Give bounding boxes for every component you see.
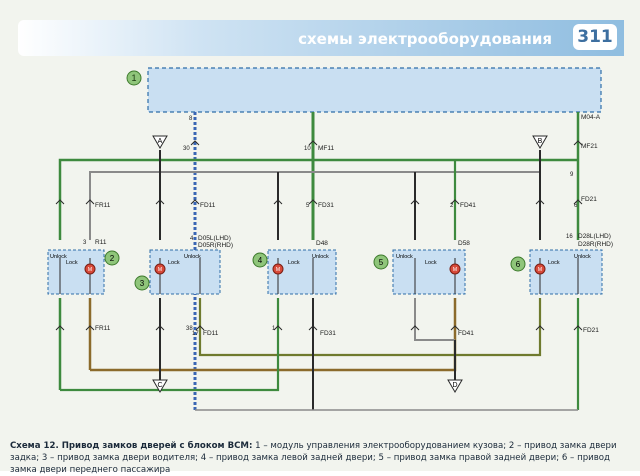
svg-text:B: B (538, 138, 543, 145)
page-number: 311 (573, 24, 617, 50)
section-title: схемы электрооборудования (298, 30, 552, 48)
wire-green-low-bus (60, 298, 280, 392)
svg-text:4: 4 (258, 256, 263, 265)
pin-1: 1 (272, 326, 276, 332)
svg-text:M: M (538, 267, 542, 273)
pin-38: 38 (186, 326, 193, 332)
label-d28r: D28R(RHD) (578, 241, 613, 248)
wire-gray-bus (89, 171, 540, 240)
pin-5: 5 (306, 203, 310, 209)
svg-text:M: M (158, 267, 162, 273)
actuator-rear-left-door: Unlock Lock M 4 (252, 249, 337, 295)
svg-text:D: D (452, 382, 457, 389)
label-fr11-top: FR11 (95, 202, 111, 209)
wire-olive-bus (198, 298, 542, 357)
label-fd11-bot: FD11 (203, 330, 219, 337)
label-fr11-bot: FR11 (95, 325, 111, 332)
label-fd21-bot: FD21 (583, 327, 599, 334)
pin-30: 30 (183, 146, 190, 152)
bcm-module (147, 67, 602, 113)
label-fd31-bot: FD31 (320, 330, 336, 337)
actuator-passenger-door: Unlock Lock M 6 (510, 249, 603, 295)
svg-text:Lock: Lock (548, 260, 560, 266)
connector-marks (55, 140, 583, 331)
pin-8: 8 (189, 116, 193, 122)
pin-10: 10 (304, 146, 311, 152)
label-mf11: MF11 (318, 145, 335, 152)
label-mf21: MF21 (581, 143, 598, 150)
svg-text:Lock: Lock (425, 260, 437, 266)
arrow-b: B (532, 135, 548, 149)
label-fd11-top: FD11 (200, 202, 216, 209)
actuator-driver-door: Unlock Lock M 3 (134, 249, 221, 295)
wire-green-bus (58, 158, 578, 240)
pin-16: 16 (566, 234, 573, 240)
svg-text:2: 2 (110, 254, 115, 263)
svg-text:Lock: Lock (288, 260, 300, 266)
label-d48: D48 (316, 240, 328, 247)
label-fd31-top: FD31 (318, 202, 334, 209)
svg-text:C: C (157, 382, 162, 389)
svg-text:M: M (276, 267, 280, 273)
label-m04a: M04-A (581, 114, 601, 121)
svg-text:A: A (158, 138, 163, 145)
svg-text:Unlock: Unlock (574, 254, 591, 260)
label-fd41-top: FD41 (460, 202, 476, 209)
wire-gray-low (414, 298, 455, 341)
caption-text: 1 – модуль управления электрооборудовани… (10, 441, 617, 475)
bcm-callout (126, 70, 142, 86)
arrow-d: D (447, 379, 463, 393)
label-d28l: D28L(LHD) (578, 233, 611, 240)
svg-text:Unlock: Unlock (312, 254, 329, 260)
arrow-a: A (152, 135, 168, 149)
header-band (18, 20, 624, 56)
svg-text:6: 6 (516, 260, 521, 269)
svg-text:Lock: Lock (66, 260, 78, 266)
figure-caption: Схема 12. Привод замков дверей с блоком … (10, 440, 630, 476)
actuator-rear-right-door: Unlock Lock M 5 (373, 249, 466, 295)
pin-9: 9 (570, 172, 574, 178)
pin-6: 6 (574, 203, 578, 209)
svg-text:Unlock: Unlock (184, 254, 201, 260)
svg-text:M: M (453, 267, 457, 273)
label-fd41-bot: FD41 (458, 330, 474, 337)
label-d58: D58 (458, 240, 470, 247)
pin-2: 2 (450, 203, 454, 209)
label-fd21-top: FD21 (581, 196, 597, 203)
actuator-tailgate: Unlock Lock M 2 (47, 249, 120, 295)
svg-text:5: 5 (379, 258, 384, 267)
arrow-c: C (152, 379, 168, 393)
wire-brown-bus (90, 298, 457, 372)
bcm-callout-number: 1 (131, 73, 136, 83)
label-d05l: D05L(LHD) (198, 235, 231, 242)
label-r11: R11 (95, 239, 107, 246)
pin-3: 3 (83, 240, 87, 246)
pin-4: 4 (190, 236, 194, 242)
pin-17: 17 (192, 331, 199, 337)
svg-text:M: M (88, 267, 92, 273)
svg-text:Lock: Lock (168, 260, 180, 266)
caption-label: Схема 12. Привод замков дверей с блоком … (10, 441, 253, 451)
svg-text:Unlock: Unlock (50, 254, 67, 260)
svg-text:3: 3 (140, 279, 145, 288)
label-d05r: D05R(RHD) (198, 242, 233, 249)
svg-text:Unlock: Unlock (396, 254, 413, 260)
